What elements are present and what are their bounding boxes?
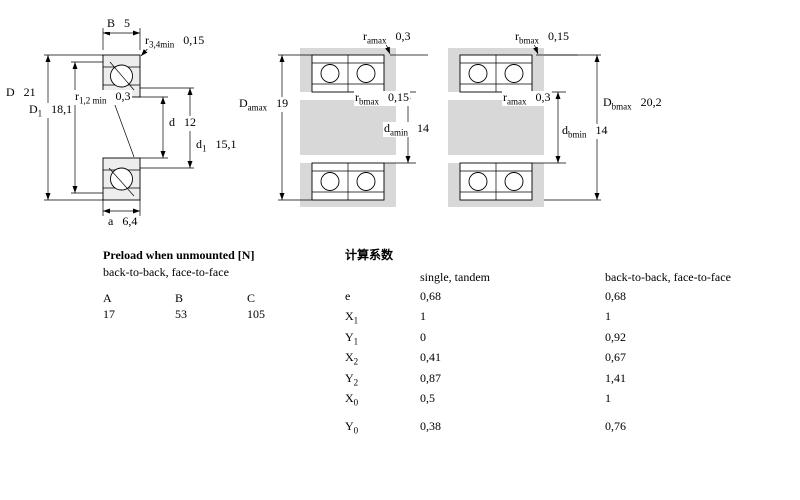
factors-row-y0: Y0 0,38 0,76 — [345, 419, 626, 436]
factors-header-row: single, tandem back-to-back, face-to-fac… — [345, 269, 731, 285]
preload-value-a: 17 — [103, 307, 115, 321]
factors-col-pair: back-to-back, face-to-face — [605, 270, 731, 284]
preload-col-c: C — [247, 291, 256, 305]
factors-row-e: e 0,68 0,68 — [345, 289, 626, 303]
pair-face-to-face-drawing — [448, 43, 601, 207]
factors-row-x2: X2 0,41 0,67 — [345, 350, 626, 367]
preload-header-row: A B C — [103, 291, 319, 305]
factors-row-x0: X0 0,5 1 — [345, 390, 611, 408]
preload-value-c: 105 — [247, 307, 265, 321]
calculation-factors-table: 计算系数 single, tandem back-to-back, face-t… — [345, 248, 731, 439]
factors-title: 计算系数 — [345, 248, 394, 262]
preload-subtitle: back-to-back, face-to-face — [103, 265, 229, 279]
factors-row-y1: Y1 0 0,92 — [345, 329, 626, 347]
pair-back-to-back-drawing — [278, 43, 428, 207]
factors-row-x1: X1 1 1 — [345, 309, 611, 326]
preload-col-b: B — [175, 291, 184, 305]
factors-header-spacer — [345, 269, 420, 285]
factors-col-single-tandem: single, tandem — [420, 270, 490, 284]
preload-col-a: A — [103, 291, 112, 305]
factors-row-y2: Y2 0,87 1,41 — [345, 370, 626, 387]
preload-value-row: 17 53 105 — [103, 307, 319, 321]
preload-table: Preload when unmounted [N] back-to-back,… — [103, 248, 319, 321]
preload-value-b: 53 — [175, 307, 187, 321]
preload-title: Preload when unmounted [N] — [103, 248, 255, 262]
